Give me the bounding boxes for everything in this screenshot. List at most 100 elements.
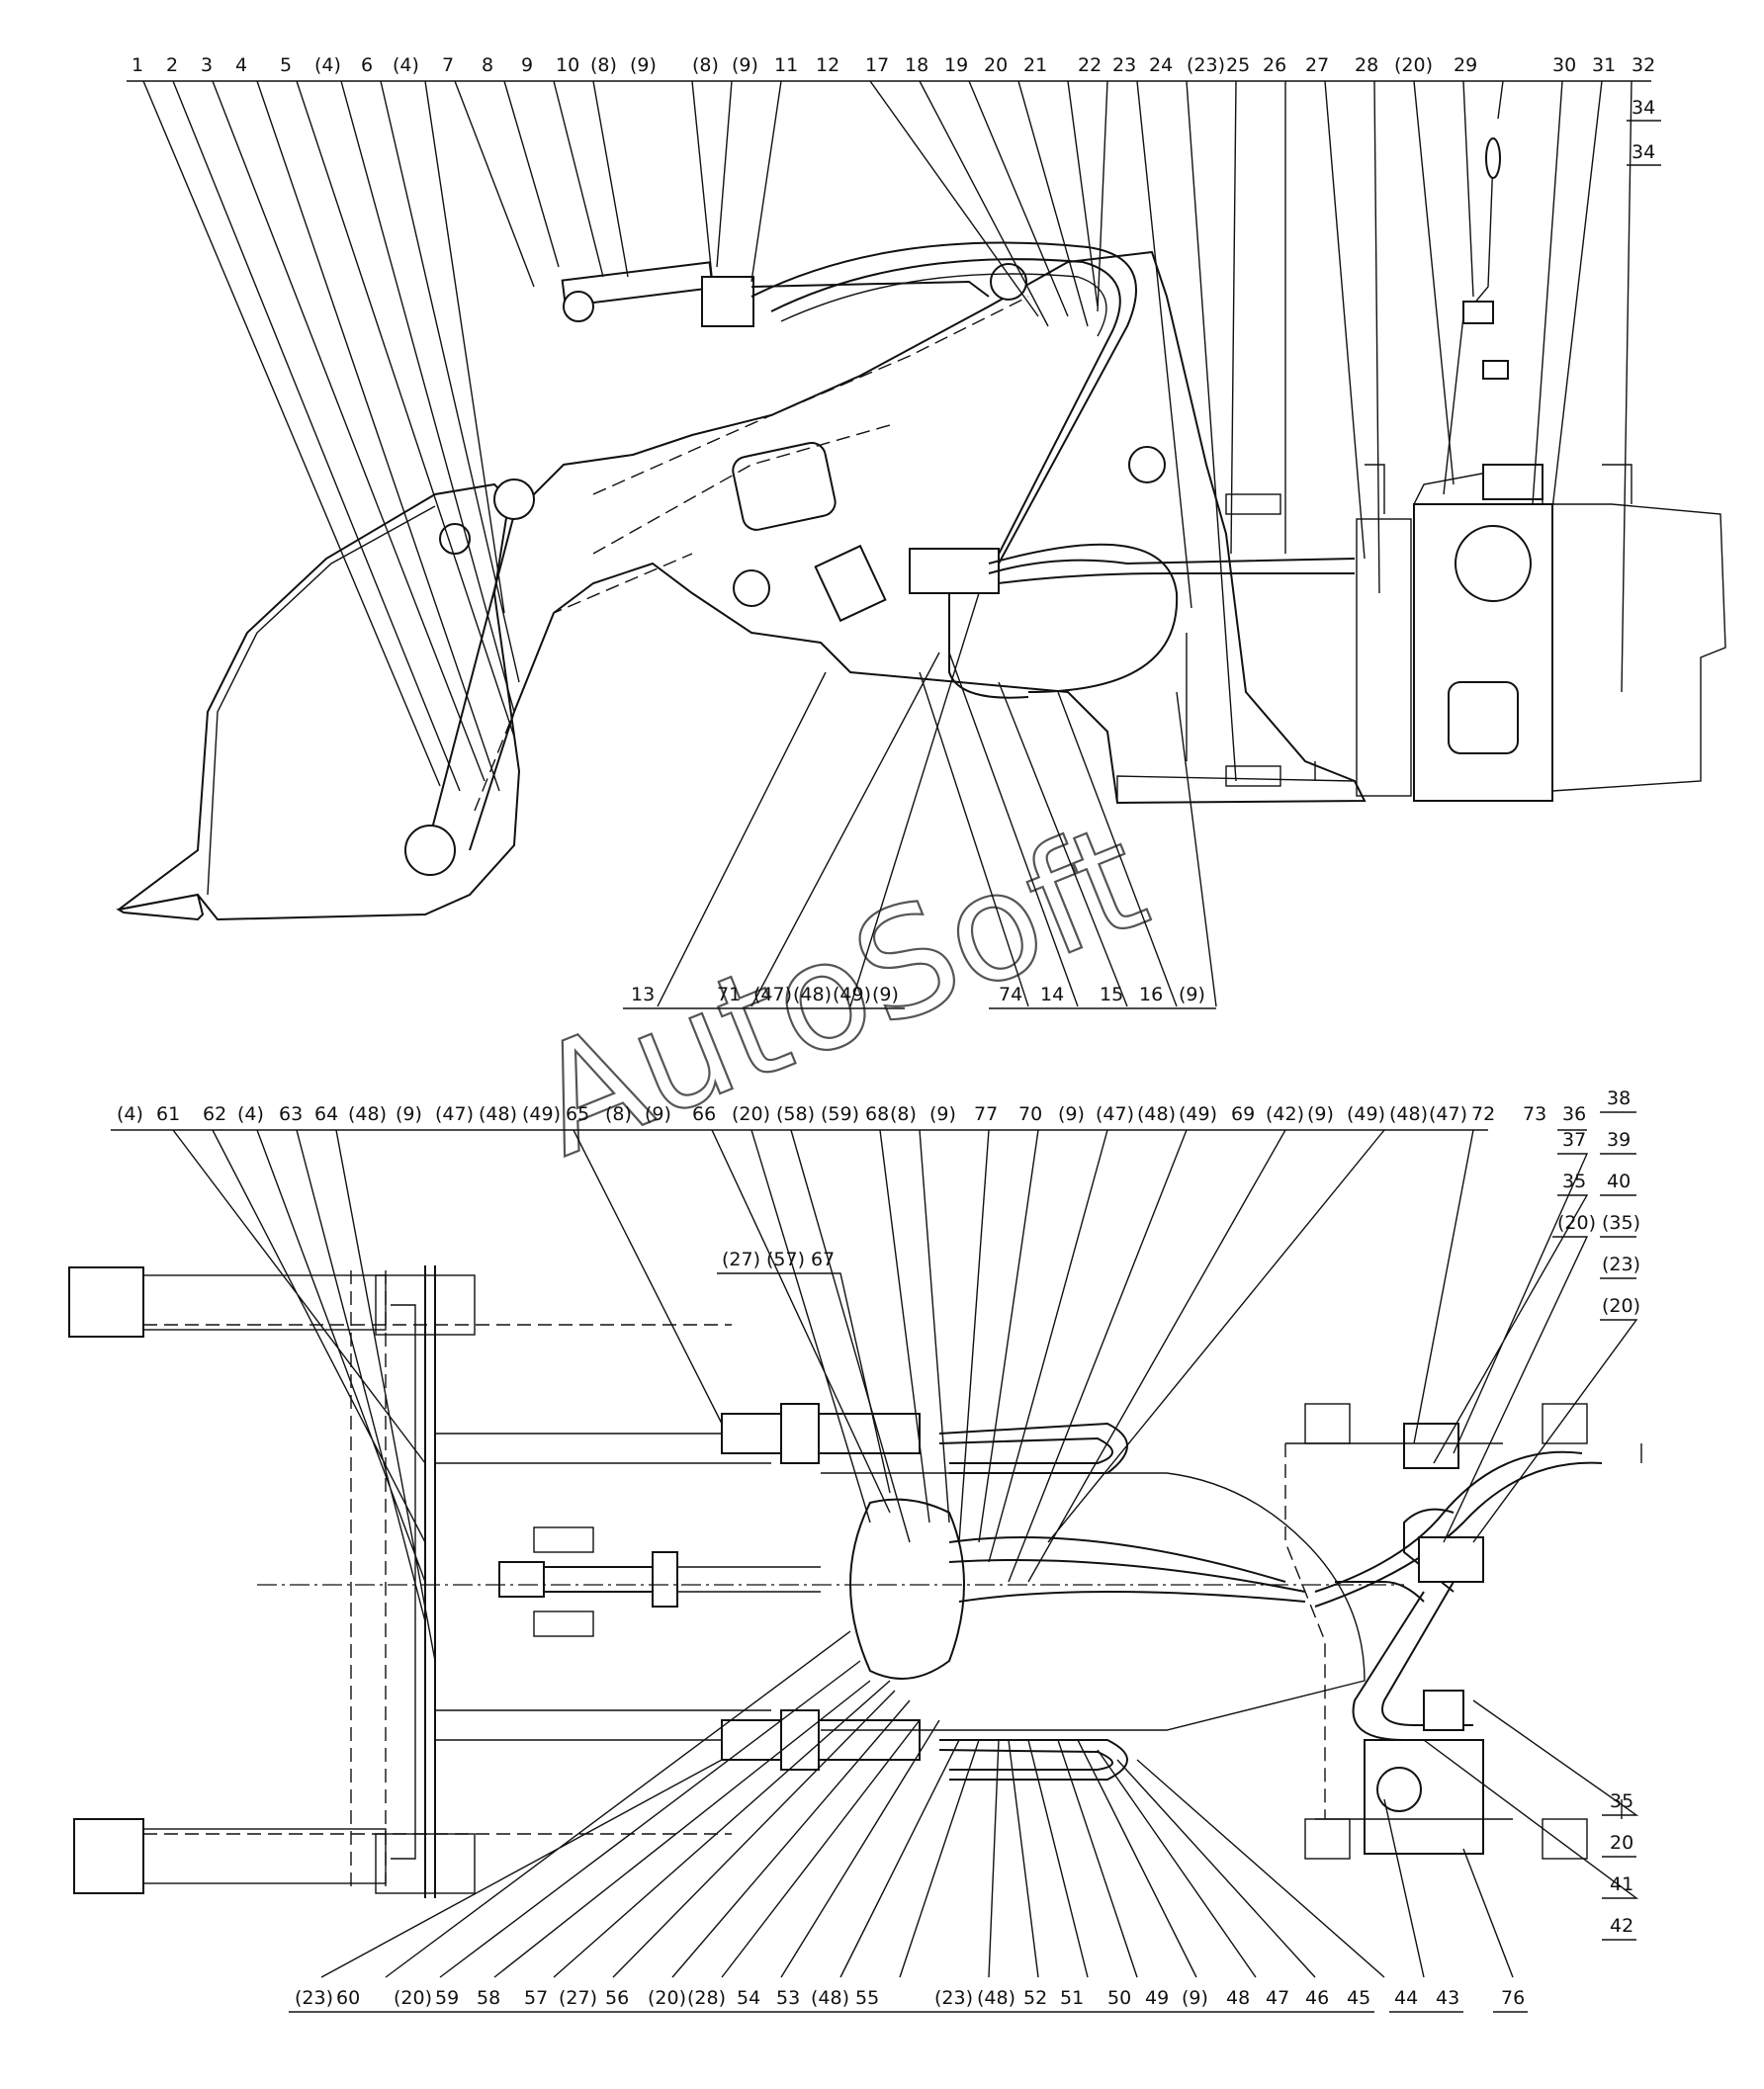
callout: (9): [929, 1103, 956, 1125]
callout: 55: [855, 1987, 879, 2009]
callout: 57: [524, 1987, 548, 2009]
callout: (47): [753, 984, 792, 1005]
callout: 8: [482, 54, 493, 76]
callout: 16: [1139, 984, 1163, 1005]
callout: 63: [279, 1103, 303, 1125]
callout: (4): [237, 1103, 264, 1125]
callout: (9): [1058, 1103, 1085, 1125]
callout: (9): [645, 1103, 671, 1125]
callout: (48): [1389, 1103, 1428, 1125]
callout: 19: [944, 54, 968, 76]
callout: 34: [1632, 97, 1655, 119]
callout: (57): [766, 1249, 805, 1270]
callout: 28: [1355, 54, 1378, 76]
callout: (9): [396, 1103, 422, 1125]
callout: 66: [692, 1103, 716, 1125]
callout: 14: [1040, 984, 1064, 1005]
callout: 68: [865, 1103, 889, 1125]
callout: (20): [648, 1987, 686, 2009]
callout: 11: [774, 54, 798, 76]
callout: 39: [1607, 1129, 1631, 1151]
callout: (20): [394, 1987, 432, 2009]
callout: 18: [905, 54, 928, 76]
callout: 31: [1592, 54, 1616, 76]
callout: 69: [1231, 1103, 1255, 1125]
callout: (48): [793, 984, 832, 1005]
callout: 20: [1610, 1832, 1633, 1854]
callout: 45: [1347, 1987, 1370, 2009]
callout: (27): [722, 1249, 760, 1270]
callout: (49): [1179, 1103, 1217, 1125]
side-view-callouts-top: 1 2 3 4 5 (4) 6 (4) 7 8 9 10 (8) (9) (8)…: [127, 54, 1655, 82]
callout: 54: [737, 1987, 760, 2009]
callout: (8): [890, 1103, 917, 1125]
callout: (8): [605, 1103, 632, 1125]
callout: (23): [1602, 1254, 1640, 1275]
callout: 65: [566, 1103, 589, 1125]
callout: (9): [1179, 984, 1205, 1005]
callout: (9): [872, 984, 899, 1005]
callout: 74: [999, 984, 1022, 1005]
callout: (59): [821, 1103, 859, 1125]
callout: (20): [1394, 54, 1433, 76]
callout: 46: [1305, 1987, 1329, 2009]
callout: 21: [1023, 54, 1047, 76]
callout: 60: [336, 1987, 360, 2009]
callout: 76: [1501, 1987, 1525, 2009]
callout: 53: [776, 1987, 800, 2009]
callout: 4: [235, 54, 247, 76]
callout: (9): [1307, 1103, 1334, 1125]
side-elevation-view: [116, 137, 1726, 921]
callout: 62: [203, 1103, 226, 1125]
callout: 15: [1100, 984, 1123, 1005]
callout: (9): [1182, 1987, 1208, 2009]
callout: (23): [934, 1987, 973, 2009]
callout: 12: [816, 54, 839, 76]
callout: 42: [1610, 1915, 1633, 1937]
callout: 56: [605, 1987, 629, 2009]
callout: 6: [361, 54, 373, 76]
side-view-callouts-bottom: 13 71 (47) (48) (49) (9) 74 14 15 16 (9): [623, 984, 1216, 1009]
callout: (9): [732, 54, 758, 76]
callout: (48): [977, 1987, 1015, 2009]
plan-view-callouts-right-upper: 38 39 40 (35) (23) (20): [1472, 1088, 1640, 1543]
callout: 36: [1562, 1103, 1586, 1125]
plan-view-callouts-mid: (27) (57) 67: [717, 1249, 891, 1494]
callout: 27: [1305, 54, 1329, 76]
callout: (48): [811, 1987, 849, 2009]
callout: 32: [1632, 54, 1655, 76]
plan-view: [68, 1265, 1642, 1898]
callout: 29: [1454, 54, 1477, 76]
callout: (49): [522, 1103, 561, 1125]
callout: (58): [776, 1103, 815, 1125]
callout: (48): [348, 1103, 387, 1125]
callout: (48): [479, 1103, 517, 1125]
callout: 52: [1023, 1987, 1047, 2009]
side-view-callouts-right: 34 34: [1627, 97, 1661, 166]
callout: 40: [1607, 1171, 1631, 1192]
callout: (47): [1429, 1103, 1467, 1125]
callout: 26: [1263, 54, 1286, 76]
callout: (28): [687, 1987, 726, 2009]
callout: 61: [156, 1103, 180, 1125]
callout: 51: [1060, 1987, 1084, 2009]
callout: 9: [521, 54, 533, 76]
callout: 20: [984, 54, 1008, 76]
callout: 77: [974, 1103, 998, 1125]
callout: 35: [1610, 1790, 1633, 1812]
plan-view-leaders: [172, 1129, 1514, 1978]
plan-view-callouts-bottom: (23) 60 (20) 59 58 57 (27) 56 (20) (28) …: [289, 1987, 1528, 2013]
callout: 71: [717, 984, 741, 1005]
callout: 25: [1226, 54, 1250, 76]
callout: (48): [1137, 1103, 1176, 1125]
callout: 1: [132, 54, 143, 76]
plan-view-callouts-top: (4) 61 62 (4) 63 64 (48) (9) (47) (48) (…: [111, 1103, 1587, 1131]
side-view-leaders: [142, 80, 1632, 1007]
callout: 5: [280, 54, 292, 76]
callout: (23): [1187, 54, 1225, 76]
callout: 44: [1394, 1987, 1418, 2009]
callout: (23): [295, 1987, 333, 2009]
callout: 30: [1552, 54, 1576, 76]
callout: (27): [559, 1987, 597, 2009]
callout: (4): [117, 1103, 143, 1125]
